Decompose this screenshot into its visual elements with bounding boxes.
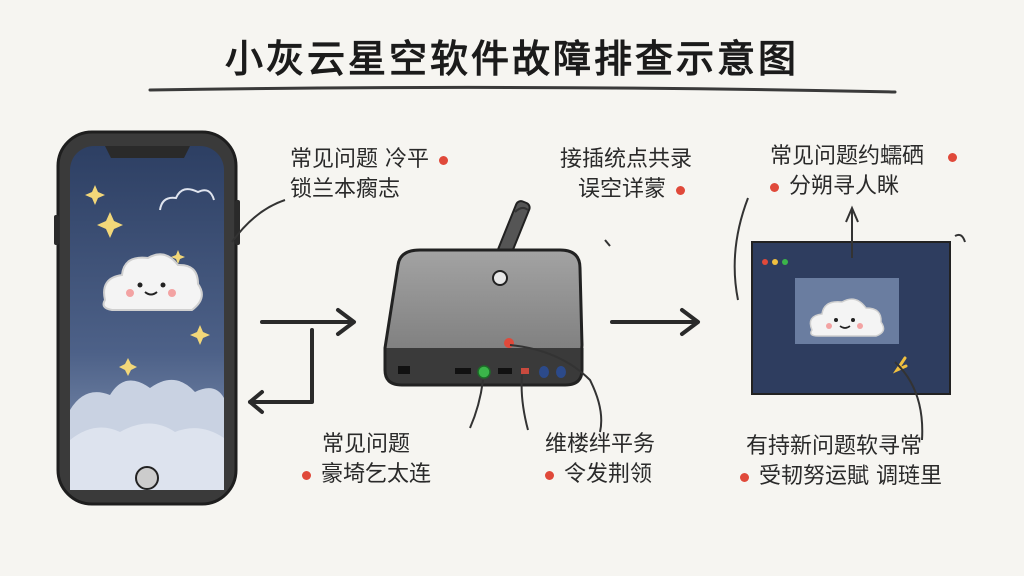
label-screen-bottom: 有持新问题软寻常 受韧努运賦 调琏里 (740, 432, 942, 492)
label-phone-top: 常见问题 冷平 锁兰本瘸志 (290, 145, 448, 205)
label-router-left-bottom-line1: 常见问题 (322, 432, 411, 457)
label-router-left-bottom: 常见问题 豪埼乞太连 (302, 430, 431, 490)
label-router-top-line1: 接插统点共录 (560, 147, 693, 172)
marker-dot (740, 472, 749, 482)
label-screen-bottom-line2: 受韧努运賦 调琏里 (759, 464, 942, 489)
label-phone-top-line1: 常见问题 冷平 (290, 147, 429, 172)
router-device (383, 200, 584, 387)
arrow-icon (248, 308, 356, 414)
marker-dot (302, 470, 311, 480)
label-screen-top: 常见问题约蠕硒 分朔寻人眯 (770, 142, 958, 202)
label-router-right-bottom-line2: 令发荆领 (564, 462, 653, 487)
label-router-left-bottom-line2: 豪埼乞太连 (321, 462, 432, 487)
label-router-top: 接插统点共录 误空详蒙 (560, 145, 692, 205)
marker-dot (948, 152, 958, 162)
page-title: 小灰云星空软件故障排查示意图 (224, 37, 799, 81)
cloud-mascot-icon (809, 298, 885, 337)
marker-dot (545, 470, 554, 480)
app-window (751, 241, 951, 395)
label-screen-top-line1: 常见问题约蠕硒 (770, 144, 925, 169)
marker-dot (770, 182, 779, 192)
cloud-mascot-icon (102, 253, 203, 311)
label-router-right-bottom-line1: 维楼绊平务 (545, 432, 656, 457)
phone-device (54, 130, 240, 506)
label-screen-top-line2: 分朔寻人眯 (789, 174, 900, 199)
marker-dot (439, 155, 448, 165)
label-phone-top-line2: 锁兰本瘸志 (290, 177, 401, 202)
marker-dot (676, 185, 686, 195)
star-icon (85, 185, 210, 376)
label-screen-bottom-line1: 有持新问题软寻常 (746, 434, 923, 459)
label-router-top-line2: 误空详蒙 (578, 177, 667, 202)
title-underline (148, 85, 897, 94)
window-dots-icon (762, 259, 788, 265)
label-router-right-bottom: 维楼绊平务 令发荆领 (545, 430, 655, 490)
